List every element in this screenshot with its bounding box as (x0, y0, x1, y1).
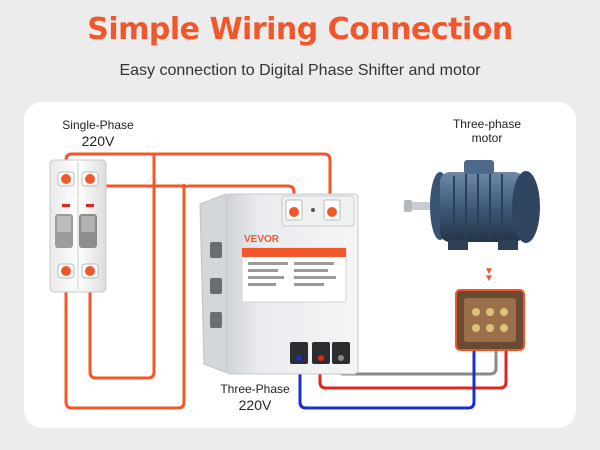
three-phase-motor (404, 160, 540, 250)
circuit-breaker (49, 159, 107, 293)
wiring-diagram: VEVOR (49, 152, 540, 410)
wire-red (318, 348, 508, 390)
wire-orange-bottom-inner (88, 154, 156, 380)
label-single-phase-voltage: 220V (81, 132, 115, 149)
label-three-phase-voltage: 220V (238, 396, 272, 413)
wire-gray (336, 348, 498, 376)
label-three-phase-text: Three-Phase (220, 382, 290, 396)
diagram-panel: VEVOR (24, 102, 576, 428)
wire-orange-bottom-outer (64, 184, 186, 410)
wire-orange-top-outer (64, 152, 332, 210)
label-motor-line2: motor (471, 130, 503, 145)
motor-terminal-inset (455, 289, 525, 351)
label-motor: Three-phase motor (432, 117, 542, 146)
label-motor-line1: Three-phase (452, 117, 522, 131)
page-subtitle: Easy connection to Digital Phase Shifter… (119, 62, 481, 79)
label-three-phase: Three-Phase 220V (210, 382, 300, 413)
label-single-phase: Single-Phase 220V (38, 118, 158, 149)
phase-shifter-device (199, 193, 359, 375)
device-brand: VEVOR (244, 234, 280, 245)
motor-arrow-icon: ▼▼ (484, 266, 494, 284)
wire-blue (298, 348, 476, 410)
page-title: Simple Wiring Connection (87, 12, 513, 47)
label-single-phase-text: Single-Phase (62, 118, 134, 132)
